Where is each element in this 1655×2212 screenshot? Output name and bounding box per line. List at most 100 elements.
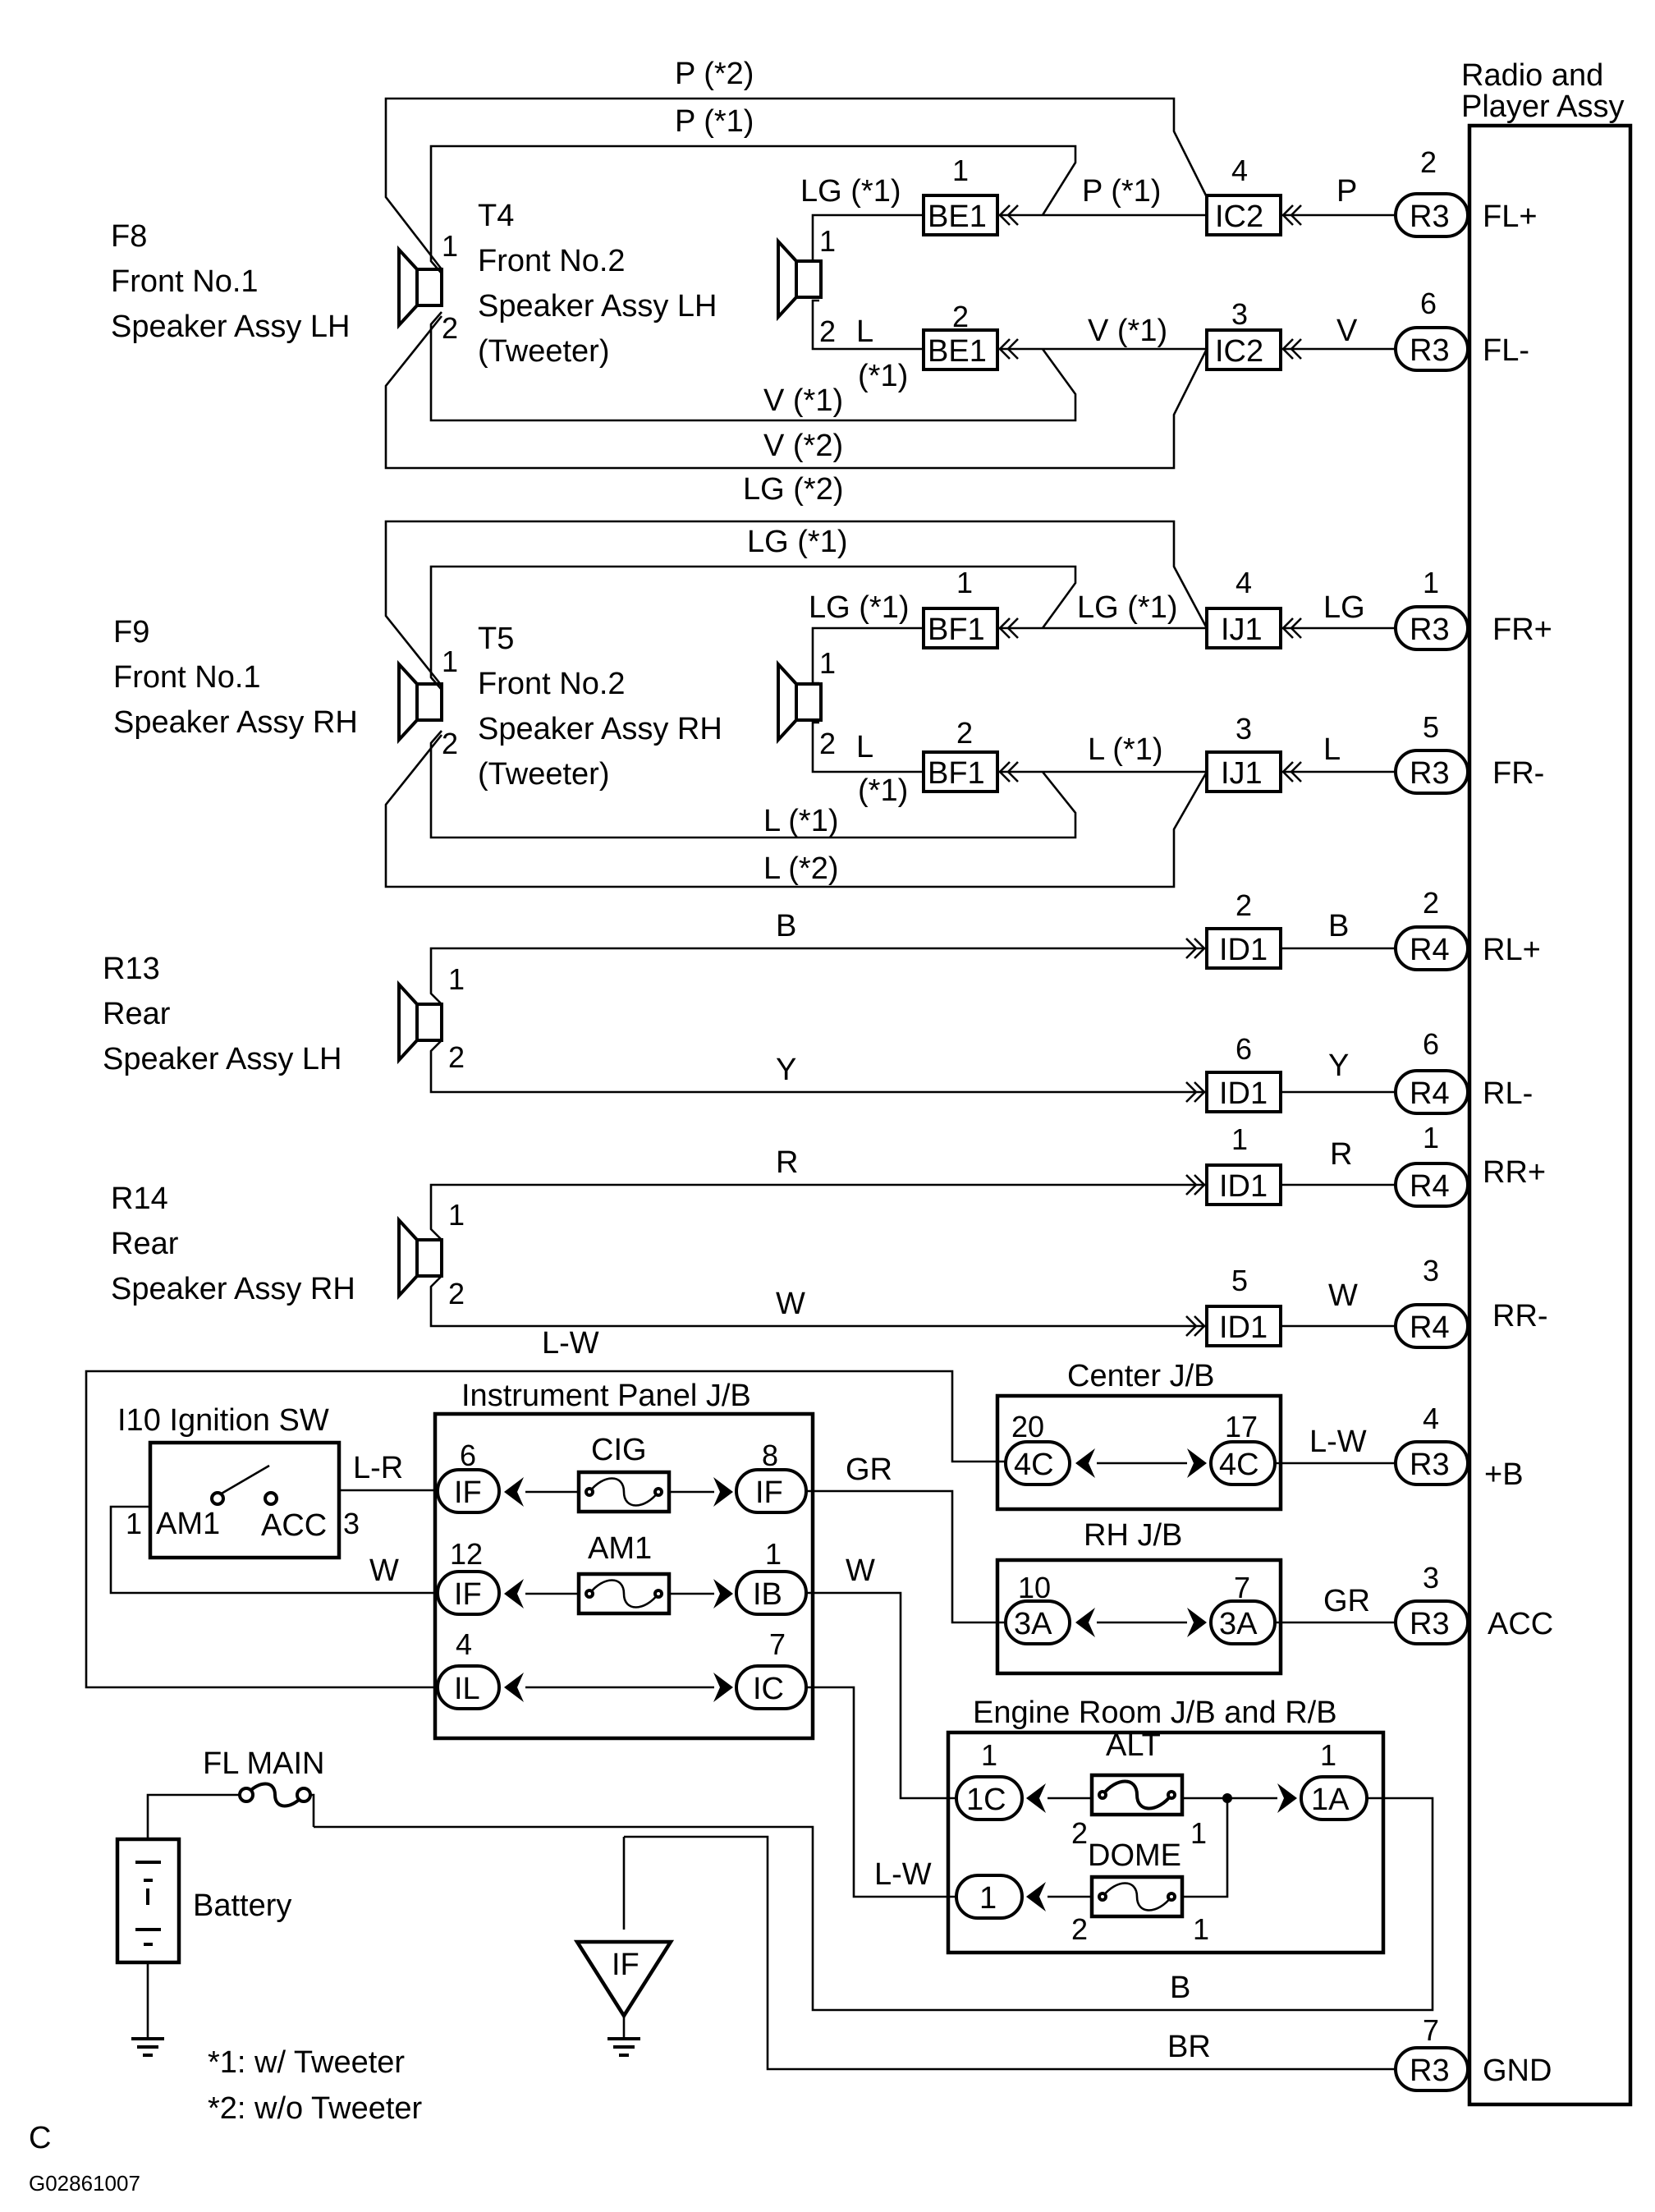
r13-speaker-icon [397, 983, 443, 1062]
f9-line2: Speaker Assy RH [113, 705, 358, 740]
rh-3a-label-7: 3A [1219, 1607, 1258, 1641]
ip-ic-pin7: 7 [769, 1627, 786, 1661]
wire-l: L [1323, 732, 1341, 767]
t4-line1: Front No.2 [478, 244, 626, 278]
r14-line1: Rear [111, 1227, 179, 1261]
r3-fl-plus-pin: 2 [1420, 145, 1437, 179]
rh-pin7: 7 [1234, 1571, 1250, 1604]
r3-b-plus-pin: 4 [1423, 1402, 1439, 1435]
wire-r-rr-right: R [1330, 1137, 1352, 1172]
r14-pin2: 2 [448, 1277, 465, 1310]
ip-dart-right-2 [713, 1579, 733, 1609]
terminal-b-plus: +B [1484, 1457, 1524, 1492]
id1-pin2: 2 [1236, 888, 1252, 922]
fuse-fl-main-label: FL MAIN [203, 1746, 325, 1781]
wire-lw-top: L-W [542, 1326, 599, 1361]
ip-if-pin6: 6 [460, 1439, 476, 1472]
front-rh-section: F9 Front No.1 Speaker Assy RH 1 2 T5 Fro… [113, 472, 1552, 888]
t5-line2: Speaker Assy RH [478, 712, 722, 746]
radio-title-line1: Radio and [1461, 58, 1603, 93]
power-section: L-W I10 Ignition SW AM1 ACC 1 3 L-R W In… [85, 1326, 1553, 2092]
r3-fr-plus-pin: 1 [1423, 566, 1439, 599]
r13-code: R13 [103, 952, 160, 986]
ic2-pin4: 4 [1231, 154, 1248, 187]
ip-il-label-4: IL [454, 1672, 480, 1706]
note-star2: *2: w/o Tweeter [208, 2091, 423, 2126]
center-dart-right [1187, 1448, 1207, 1478]
id1-connector-6 [1205, 1071, 1282, 1113]
footer-code: G02861007 [29, 2171, 140, 2196]
jb-rh-box [995, 1558, 1283, 1676]
wire-p2: P (*2) [675, 57, 754, 91]
r4-rl-plus-pin: 2 [1423, 886, 1439, 920]
wire-p: P [1336, 174, 1357, 209]
t4-speaker-icon [777, 240, 823, 319]
ip-dart-left-3 [504, 1673, 524, 1702]
ij1-connector-3 [1205, 750, 1282, 793]
r13-pin2: 2 [448, 1040, 465, 1074]
ignition-pin1: 1 [126, 1507, 142, 1540]
ic2-pin3: 3 [1231, 297, 1248, 331]
terminal-rl-plus: RL+ [1483, 933, 1541, 967]
center-4c-label-20: 4C [1014, 1448, 1054, 1482]
t4-line2: Speaker Assy LH [478, 289, 717, 324]
t4-pin1: 1 [819, 224, 836, 258]
t5-line1: Front No.2 [478, 667, 626, 701]
id1-pin1: 1 [1231, 1122, 1248, 1156]
r4-rl-plus-connector [1394, 925, 1469, 971]
ip-dart-right-3 [713, 1673, 733, 1702]
fuse-dome-label: DOME [1088, 1838, 1181, 1873]
r14-code: R14 [111, 1182, 168, 1216]
fuse-cig-label: CIG [591, 1433, 647, 1467]
r3-fl-plus-label: R3 [1410, 200, 1450, 234]
r4-rr-minus-label: R4 [1410, 1310, 1450, 1345]
r4-rr-plus-label: R4 [1410, 1169, 1450, 1204]
r4-rl-minus-pin: 6 [1423, 1027, 1439, 1061]
r3-fr-minus-label: R3 [1410, 756, 1450, 791]
f9-speaker-icon [397, 663, 443, 741]
ignition-am1: AM1 [156, 1507, 220, 1541]
eng-1a-label: 1A [1311, 1783, 1350, 1817]
id1-connector-1 [1205, 1163, 1282, 1206]
wire-w-rr: W [776, 1287, 805, 1321]
bf1-connector-1 [922, 607, 999, 649]
center-4c-connector-20 [1004, 1440, 1071, 1486]
wire-v1-bottom: V (*1) [763, 383, 843, 418]
wire-l-t4: L [856, 314, 873, 349]
ip-il-connector-4 [436, 1664, 501, 1710]
wire-w-rr-right: W [1328, 1278, 1358, 1313]
r3-gnd-label: R3 [1410, 2054, 1450, 2088]
r3-acc-pin: 3 [1423, 1561, 1439, 1595]
wire-b-rl-right: B [1328, 909, 1349, 943]
center-pin17: 17 [1225, 1410, 1258, 1443]
r3-acc-label: R3 [1410, 1607, 1450, 1641]
t5-pin2: 2 [819, 727, 836, 760]
r3-acc-connector [1394, 1599, 1469, 1645]
r14-pin1: 1 [448, 1198, 465, 1232]
be1-label-2: BE1 [928, 334, 987, 369]
f9-line1: Front No.1 [113, 660, 261, 695]
terminal-fr-plus: FR+ [1492, 613, 1552, 647]
wire-lg: LG [1323, 590, 1365, 625]
jb-rh-title: RH J/B [1084, 1518, 1182, 1553]
center-dart-left [1075, 1448, 1095, 1478]
f8-pin2: 2 [442, 311, 458, 345]
ground-if-label: IF [612, 1948, 640, 1982]
center-4c-label-17: 4C [1219, 1448, 1259, 1482]
rh-3a-connector-10 [1004, 1599, 1071, 1645]
ignition-acc: ACC [261, 1508, 327, 1543]
r3-fr-plus-label: R3 [1410, 613, 1450, 647]
ic2-connector-4 [1205, 194, 1282, 236]
id1-label-6: ID1 [1219, 1076, 1268, 1111]
fuse-alt-label: ALT [1106, 1728, 1161, 1763]
f9-code: F9 [113, 615, 149, 649]
rear-rh-section: R14 Rear Speaker Assy RH 1 2 R W R W 1 I… [111, 1121, 1548, 1349]
dome-pin2: 2 [1071, 1912, 1088, 1946]
note-star1: *1: w/ Tweeter [208, 2045, 405, 2080]
id1-label-1: ID1 [1219, 1169, 1268, 1204]
wire-b-battery: B [1170, 1971, 1190, 2005]
terminal-rr-plus: RR+ [1483, 1155, 1546, 1190]
bf1-label-1: BF1 [928, 613, 985, 647]
ip-if-connector-6 [436, 1468, 501, 1514]
